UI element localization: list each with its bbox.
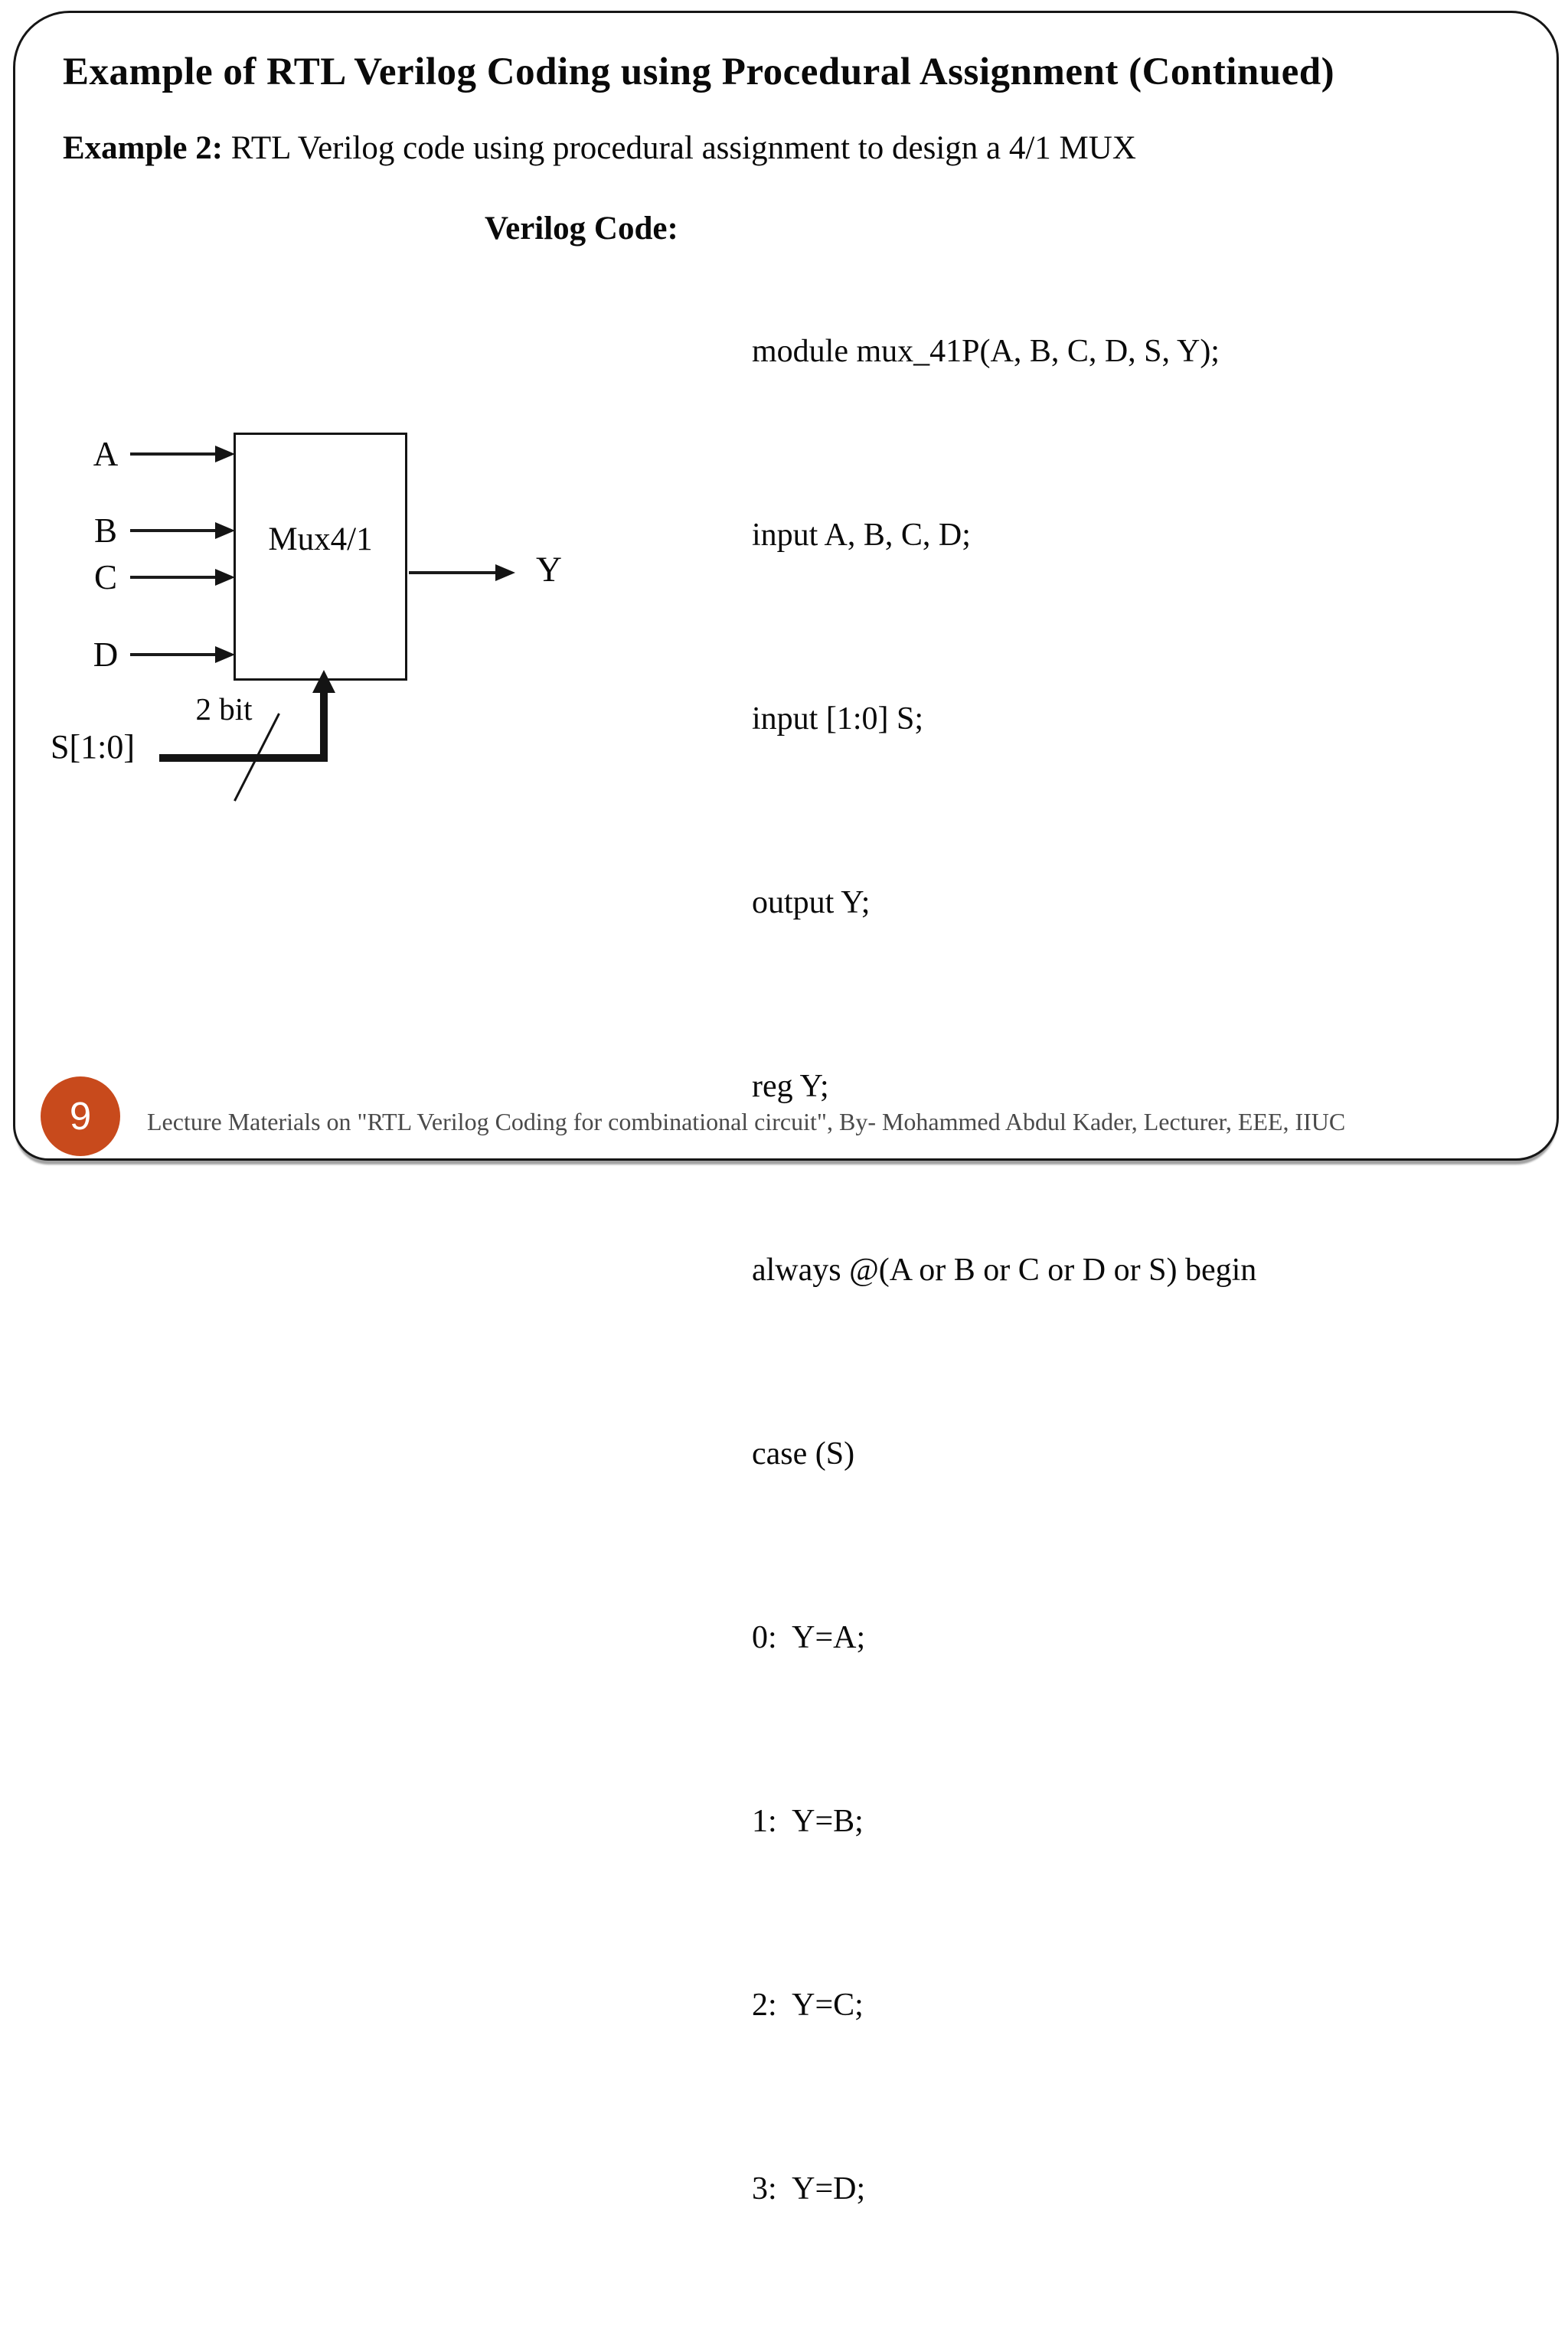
select-bus-arrowhead-icon	[312, 670, 335, 693]
output-label-y: Y	[536, 550, 562, 590]
code-line: default: Y=0;	[752, 2342, 1256, 2352]
code-line: 0: Y=A;	[752, 1620, 866, 1655]
slide-title: Example of RTL Verilog Coding using Proc…	[63, 51, 1335, 93]
output-wire	[409, 571, 496, 574]
page-number-badge: 9	[41, 1076, 120, 1156]
code-line: case (S)	[752, 1436, 855, 1472]
output-arrowhead-icon	[495, 564, 515, 581]
input-label-b: B	[93, 511, 117, 550]
mux-block-label: Mux4/1	[268, 521, 373, 557]
footer-credit: Lecture Materials on "RTL Verilog Coding…	[147, 1108, 1346, 1135]
input-wire-c	[130, 576, 216, 579]
code-line: 3: Y=D;	[752, 2171, 866, 2207]
input-arrowhead-icon	[215, 646, 235, 663]
input-arrowhead-icon	[215, 446, 235, 462]
input-wire-a	[130, 452, 216, 456]
input-arrowhead-icon	[215, 569, 235, 586]
mux-block: Mux4/1	[234, 433, 407, 681]
code-line: reg Y;	[752, 1069, 829, 1104]
input-label-a: A	[93, 435, 119, 473]
select-bus-vertical	[320, 691, 328, 762]
verilog-code-listing: module mux_41P(A, B, C, D, S, Y); input …	[752, 198, 1256, 2352]
code-line: 2: Y=C;	[752, 1988, 864, 2023]
input-wire-d	[130, 653, 216, 656]
code-line: 1: Y=B;	[752, 1804, 864, 1839]
code-line: always @(A or B or C or D or S) begin	[752, 1253, 1257, 1288]
select-label: S[1:0]	[51, 728, 135, 766]
input-wire-b	[130, 529, 216, 532]
input-label-c: C	[93, 558, 117, 596]
code-line: module mux_41P(A, B, C, D, S, Y);	[752, 334, 1220, 369]
input-label-d: D	[93, 635, 119, 674]
example-sentence: Example 2: RTL Verilog code using proced…	[63, 129, 1364, 167]
example-label: Example 2:	[63, 130, 224, 166]
code-line: input A, B, C, D;	[752, 518, 971, 553]
code-line: output Y;	[752, 885, 871, 920]
slide-frame: Example of RTL Verilog Coding using Proc…	[13, 11, 1559, 2207]
verilog-code-label: Verilog Code:	[485, 211, 678, 247]
input-arrowhead-icon	[215, 522, 235, 539]
example-text: RTL Verilog code using procedural assign…	[223, 130, 1136, 166]
bus-width-label: 2 bit	[195, 691, 253, 727]
select-bus-horizontal	[159, 754, 327, 762]
code-line: input [1:0] S;	[752, 701, 924, 737]
